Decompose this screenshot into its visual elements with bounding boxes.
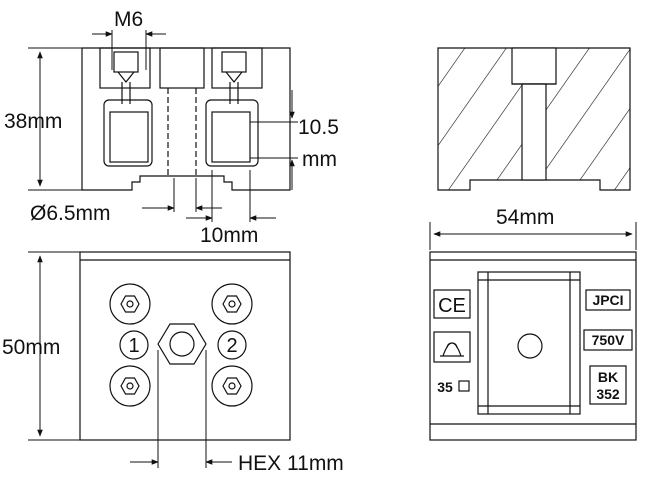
left-clamp-outer — [103, 99, 153, 167]
width-dimension — [429, 222, 637, 250]
approval-mark-box — [433, 331, 471, 363]
label-height: 38mm — [4, 110, 62, 133]
left-set-screw — [113, 51, 139, 73]
screw-head-bottom-left — [109, 365, 151, 407]
left-screw-housing — [99, 47, 151, 89]
left-clamp-inner — [109, 111, 149, 163]
section-view — [437, 47, 631, 191]
bottom-body-outline — [429, 251, 637, 441]
hex-nut — [157, 323, 207, 365]
brand-mark: JPCI — [592, 292, 623, 308]
label-hex: HEX 11mm — [238, 452, 344, 475]
center-channel — [477, 271, 581, 415]
label-depth-value: 10.5 — [298, 116, 339, 139]
front-dimensions — [28, 30, 298, 222]
voltage-box — [583, 329, 633, 351]
channel-hole — [517, 333, 543, 359]
terminal-1-label: 1 — [128, 335, 139, 357]
right-clamp-inner — [211, 111, 251, 163]
ce-mark: CE — [438, 295, 466, 317]
front-body-outline — [81, 47, 291, 191]
screw-head-top-right — [211, 283, 253, 325]
top-view — [79, 251, 291, 441]
right-screw-housing — [211, 47, 263, 89]
screw-head-bottom-right — [211, 365, 253, 407]
label-width: 54mm — [496, 206, 554, 229]
label-slot-width: 10mm — [200, 224, 258, 247]
top-dimensions — [28, 251, 232, 468]
screw-head-top-left — [109, 283, 151, 325]
label-length: 50mm — [2, 336, 60, 359]
section-square — [458, 380, 470, 392]
section-mark: 35 — [437, 379, 453, 395]
model-line1: BK — [598, 369, 618, 385]
bottom-view — [429, 251, 637, 441]
front-view — [81, 47, 291, 191]
terminal-1-marker — [119, 330, 149, 360]
top-body-outline — [79, 251, 291, 441]
section-bore — [511, 47, 557, 85]
brand-box — [585, 289, 631, 311]
label-diameter: Ø6.5mm — [30, 202, 111, 225]
section-bore-shaft — [521, 83, 547, 181]
right-clamp-outer — [205, 99, 259, 167]
model-line2: 352 — [596, 386, 620, 402]
label-thread: M6 — [114, 8, 143, 31]
ce-mark-box — [433, 289, 471, 319]
label-depth-unit: mm — [302, 148, 337, 171]
right-set-screw — [221, 51, 247, 73]
terminal-2-label: 2 — [226, 335, 237, 357]
terminal-2-marker — [217, 330, 247, 360]
hex-bore — [169, 331, 195, 357]
center-bore — [159, 47, 205, 89]
approval-mark-icon — [440, 342, 464, 357]
voltage-mark: 750V — [592, 332, 625, 348]
model-box — [589, 365, 627, 405]
